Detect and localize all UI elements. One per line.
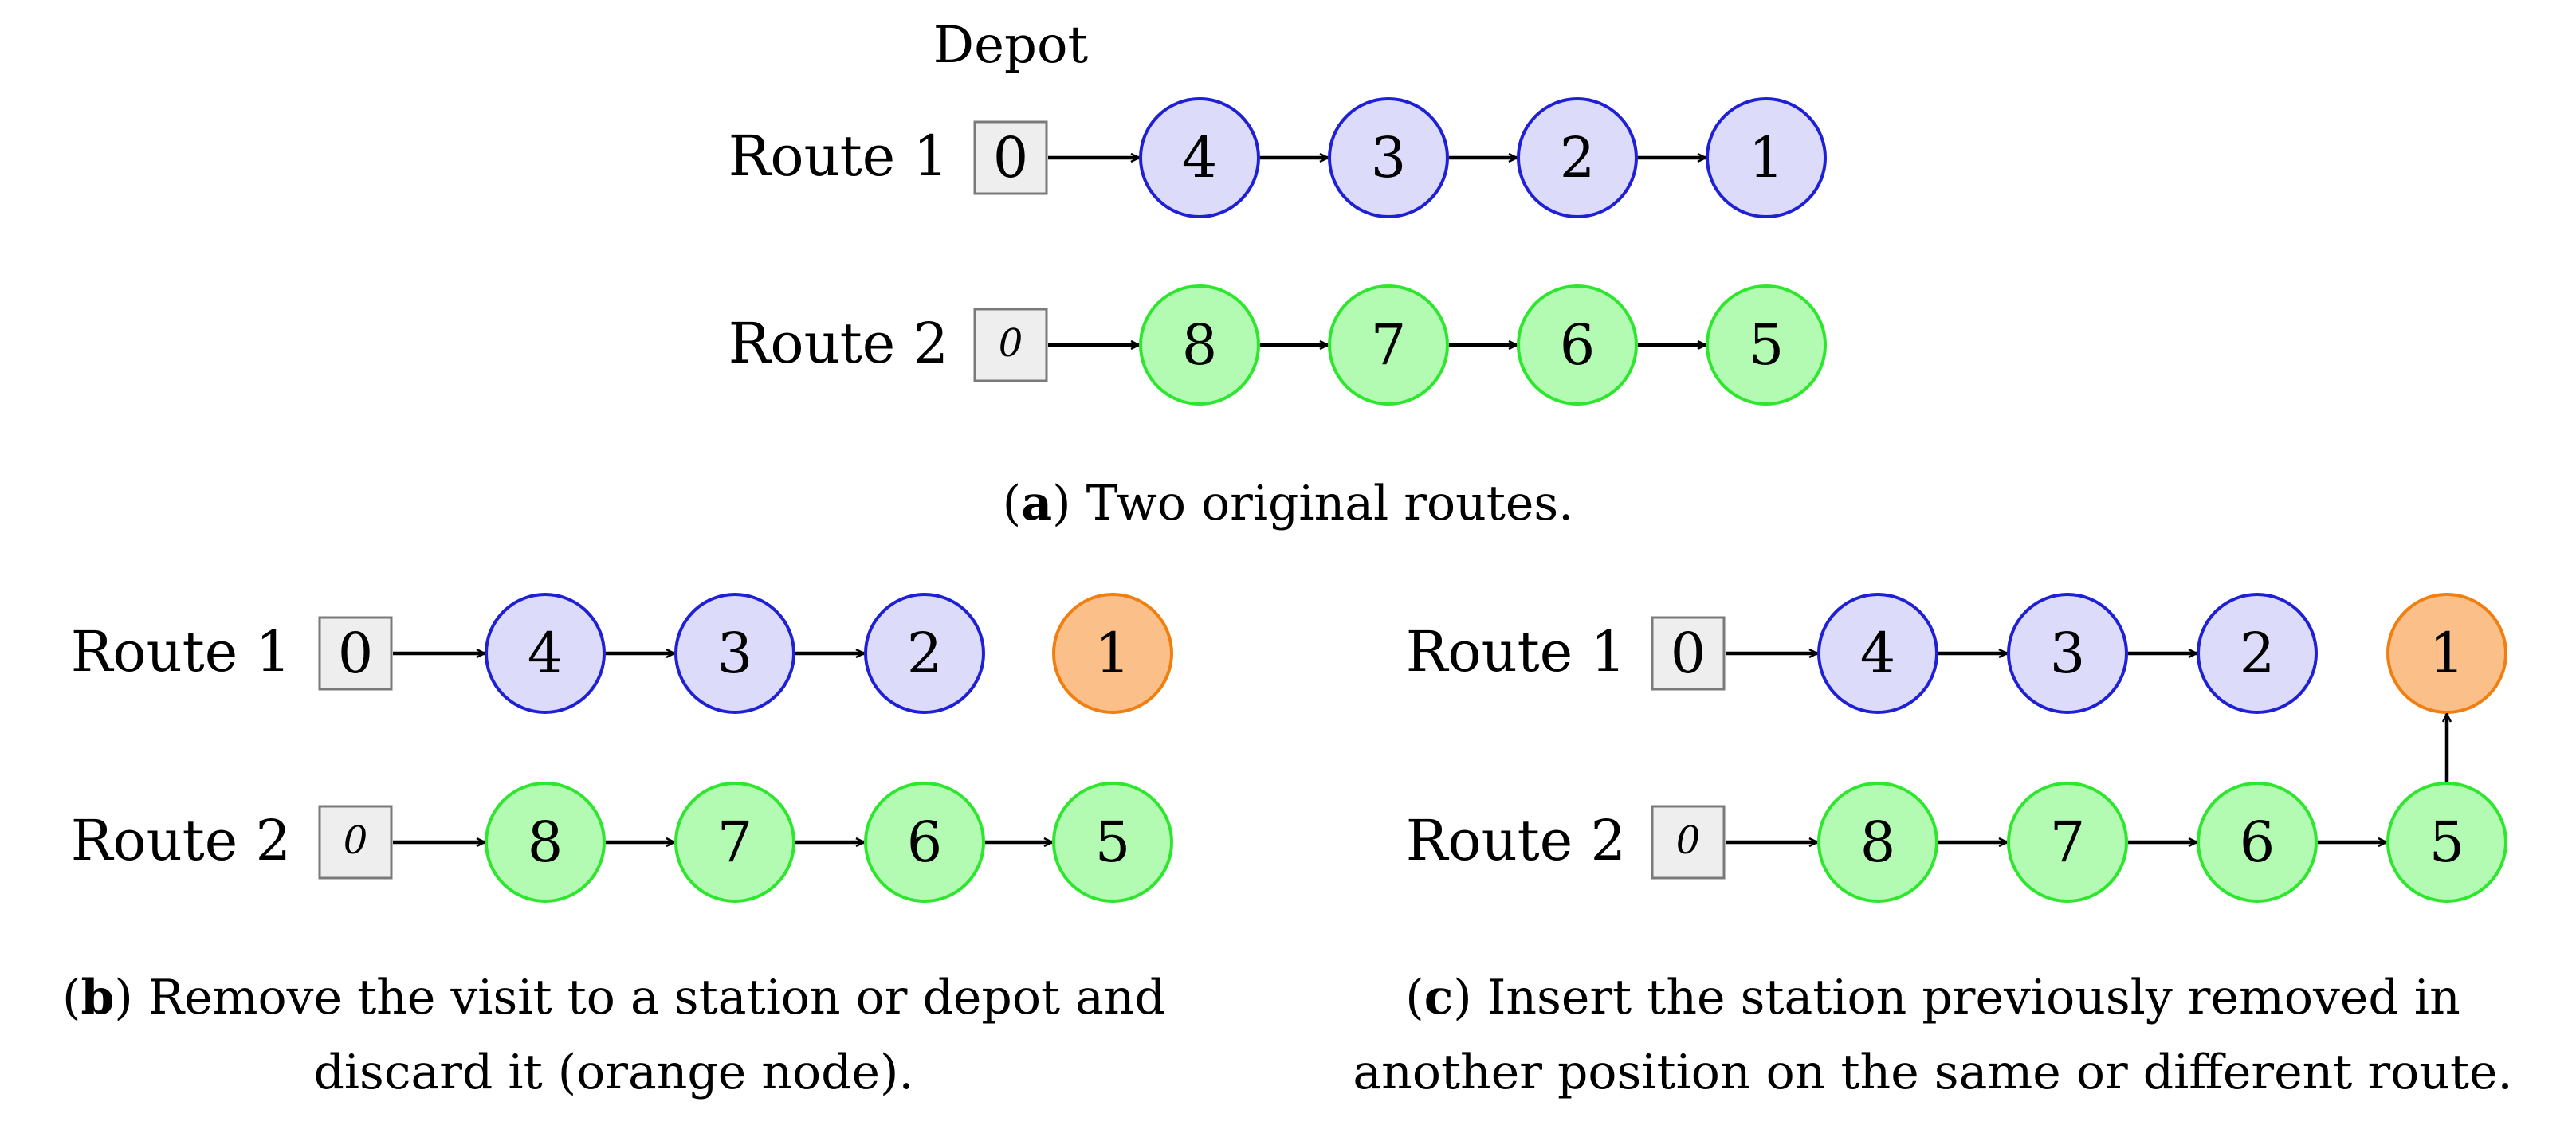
station-label: 4 <box>1860 621 1896 686</box>
station-node <box>2007 782 2128 903</box>
caption-c-line2: another position on the same or differen… <box>1353 1045 2513 1100</box>
station-node <box>2386 782 2507 903</box>
station-node <box>485 593 606 714</box>
station-label: 6 <box>1560 312 1596 378</box>
caption-c-letter: c <box>1423 970 1454 1025</box>
station-label: 7 <box>2050 810 2086 875</box>
route-1: Route 1 0 4 3 2 1 <box>728 97 1827 218</box>
station-label: 8 <box>528 810 564 875</box>
caption-c-line1: Insert the station previously removed in <box>1486 970 2460 1025</box>
station-label: 7 <box>1371 312 1407 378</box>
depot-label: 0 <box>344 818 368 863</box>
depot-box <box>973 308 1048 382</box>
depot-label: 0 <box>993 125 1029 190</box>
depot-label: 0 <box>338 621 374 686</box>
route-label: Route 1 <box>1406 619 1626 684</box>
station-label: 3 <box>1371 125 1407 190</box>
station-label: 8 <box>1182 312 1218 378</box>
station-node <box>2197 782 2318 903</box>
station-label: 8 <box>1860 810 1896 875</box>
caption-a: (a) Two original routes. <box>1002 476 1574 531</box>
station-label: 4 <box>528 621 564 686</box>
station-node <box>1817 593 1938 714</box>
depot-box <box>973 120 1048 195</box>
caption-c: (c) Insert the station previously remove… <box>1353 970 2513 1100</box>
depot-box <box>318 805 393 880</box>
station-label: 5 <box>1095 810 1131 875</box>
station-node <box>1517 97 1638 218</box>
route-2: Route 2 0 8 7 6 5 <box>71 782 1173 903</box>
station-node <box>1517 284 1638 406</box>
station-label: 3 <box>717 621 753 686</box>
route-label: Route 1 <box>728 124 948 189</box>
station-node <box>1817 782 1938 903</box>
station-node <box>674 593 795 714</box>
caption-b: (b) Remove the visit to a station or dep… <box>62 970 1165 1100</box>
caption-a-letter: a <box>1021 476 1053 531</box>
route-label: Route 1 <box>71 619 291 684</box>
station-node <box>674 782 795 903</box>
station-label: 4 <box>1182 125 1218 190</box>
depot-label: 0 <box>1676 818 1701 863</box>
depot-header: Depot <box>933 16 1089 75</box>
station-label: 1 <box>1749 125 1785 190</box>
station-node <box>1328 284 1449 406</box>
station-label: 7 <box>717 810 753 875</box>
depot-label: 0 <box>999 321 1023 366</box>
caption-b-line1: Remove the visit to a station or depot a… <box>147 970 1165 1025</box>
station-label: 5 <box>1749 312 1785 378</box>
depot-box <box>1651 616 1726 691</box>
caption-b-line2: discard it (orange node). <box>313 1045 914 1100</box>
caption-b-letter: b <box>80 970 115 1025</box>
station-label: 1 <box>1095 621 1131 686</box>
station-node <box>485 782 606 903</box>
route-label: Route 2 <box>728 311 948 376</box>
station-node <box>864 782 985 903</box>
station-label: 3 <box>2050 621 2086 686</box>
route-2: Route 2 0 8 7 6 5 <box>728 284 1827 406</box>
route-label: Route 2 <box>71 808 291 873</box>
station-node <box>1139 284 1260 406</box>
route-1: Route 1 0 4 3 2 1 <box>71 593 1173 714</box>
station-node <box>1139 97 1260 218</box>
station-label: 2 <box>1560 125 1596 190</box>
station-node <box>2197 593 2318 714</box>
station-label: 2 <box>2240 621 2276 686</box>
station-label: 6 <box>2240 810 2276 875</box>
station-label: 6 <box>907 810 943 875</box>
station-node <box>1328 97 1449 218</box>
depot-label: 0 <box>1671 621 1706 686</box>
station-label: 2 <box>907 621 943 686</box>
station-label: 1 <box>2429 621 2465 686</box>
depot-box <box>1651 805 1726 880</box>
removed-station-node <box>1052 593 1173 714</box>
station-node <box>2007 593 2128 714</box>
station-node <box>1706 284 1827 406</box>
caption-a-text: Two original routes. <box>1086 476 1574 531</box>
station-node <box>1706 97 1827 218</box>
station-node <box>1052 782 1173 903</box>
route-2: Route 2 0 8 7 6 5 <box>1406 782 2507 903</box>
station-node <box>864 593 985 714</box>
route-1: Route 1 0 4 3 2 1 <box>1406 593 2507 714</box>
depot-box <box>318 616 393 691</box>
station-label: 5 <box>2429 810 2465 875</box>
removed-station-node <box>2386 593 2507 714</box>
route-label: Route 2 <box>1406 808 1626 873</box>
